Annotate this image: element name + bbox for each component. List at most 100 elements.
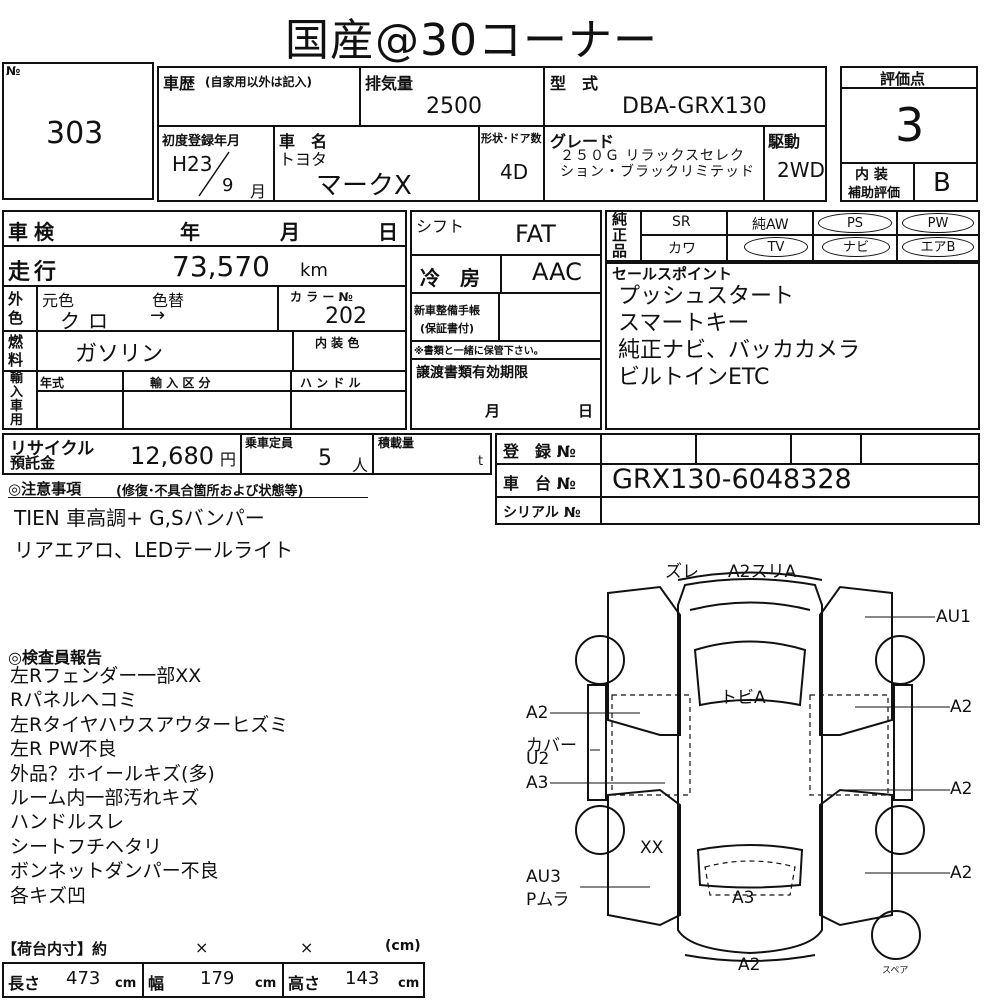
equip-leather: カワ bbox=[668, 241, 696, 257]
inspector-label: ◎検査員報告 bbox=[8, 648, 102, 667]
sales-points-list: プッシュスタート スマートキー 純正ナビ、バッカカメラ ビルトインETC bbox=[618, 283, 860, 391]
recycle-value: 12,680 bbox=[130, 442, 214, 470]
mileage-value: 73,570 bbox=[172, 250, 270, 283]
car-name-value: マークX bbox=[316, 171, 412, 201]
cargo-width: 179 bbox=[200, 968, 235, 989]
interior-color-label: 内 装 色 bbox=[315, 336, 360, 350]
displacement-value: 2500 bbox=[426, 94, 482, 119]
inspector-line: シートフチヘタリ bbox=[10, 835, 163, 858]
transfer-label: 譲渡書類有効期限 bbox=[416, 365, 528, 381]
model-label: 型 式 bbox=[550, 74, 599, 93]
load-unit: t bbox=[478, 454, 484, 469]
diagram-l2b: U2 bbox=[526, 749, 550, 769]
recycle-label-2: 預託金 bbox=[10, 454, 56, 472]
recycle-label-1: リサイクル bbox=[10, 439, 95, 459]
page-title: 国産@30コーナー bbox=[285, 15, 658, 66]
maintenance-note: ※書類と一緒に保管下さい。 bbox=[414, 346, 544, 357]
note-line: リアエアロ、LEDテールライト bbox=[14, 538, 294, 562]
drive-label: 駆動 bbox=[768, 132, 801, 151]
recycle-unit: 円 bbox=[220, 450, 237, 469]
chassis-value: GRX130-6048328 bbox=[612, 464, 852, 495]
inspection-year: 年 bbox=[180, 220, 200, 244]
import-year-label: 年式 bbox=[40, 376, 65, 390]
car-name-label: 車 名 bbox=[279, 132, 328, 151]
registration-month-unit: 月 bbox=[250, 182, 267, 201]
equip-sr: SR bbox=[672, 214, 691, 230]
score-box bbox=[840, 66, 978, 202]
registration-block bbox=[495, 433, 980, 525]
interior-score-label-2: 補助評価 bbox=[848, 186, 901, 201]
mileage-label: 走行 bbox=[8, 260, 61, 285]
change-color-label: 色替 bbox=[152, 291, 185, 310]
cargo-height-cm: cm bbox=[398, 976, 420, 991]
inspection-day: 日 bbox=[378, 220, 398, 244]
transfer-day: 日 bbox=[578, 402, 594, 420]
cargo-height: 143 bbox=[345, 968, 380, 989]
capacity-unit: 人 bbox=[352, 456, 369, 475]
shift-block bbox=[410, 210, 602, 430]
cargo-height-label: 高さ bbox=[288, 974, 321, 993]
inspector-list: 左Rフェンダー一部XX Rパネルヘコミ 左Rタイヤハウスアウターヒズミ 左R P… bbox=[10, 664, 288, 908]
cargo-box bbox=[2, 962, 425, 998]
notes-sub: (修復･不具合箇所および状態等) bbox=[116, 484, 304, 499]
car-damage-diagram: ズレ A2スリA トビA AU1 A2 A2 A2 A2 カバー U2 A3 X… bbox=[500, 555, 1000, 976]
maintenance-label: 新車整備手帳 bbox=[414, 304, 480, 317]
body-label: 形状･ドア数 bbox=[481, 132, 542, 145]
equip-airbag: エアB bbox=[902, 237, 974, 257]
inspection-label: 車検 bbox=[8, 220, 60, 244]
diagram-l3: A3 bbox=[526, 773, 549, 793]
cargo-label: 【荷台内寸】約 bbox=[2, 940, 108, 958]
load-label: 積載量 bbox=[378, 436, 415, 450]
inspector-line: ボンネットダンパー不良 bbox=[10, 860, 219, 883]
diagram-l2a: カバー bbox=[526, 736, 577, 756]
orig-color-label: 元色 bbox=[42, 291, 75, 310]
lot-box: № 303 bbox=[2, 62, 154, 200]
left-info-block bbox=[2, 210, 407, 430]
color-no-value: 202 bbox=[325, 304, 367, 329]
diagram-l4a: AU3 bbox=[526, 867, 561, 887]
sales-points-label: セールスポイント bbox=[612, 265, 733, 283]
interior-score-value: B bbox=[933, 168, 951, 198]
import-label: 輸入車用 bbox=[10, 371, 24, 428]
diagram-spare: スペア bbox=[882, 966, 909, 976]
diagram-xx: XX bbox=[640, 838, 664, 858]
fuel-label: 燃料 bbox=[8, 333, 24, 369]
lot-number: 303 bbox=[46, 116, 104, 151]
inspection-month: 月 bbox=[280, 220, 300, 244]
inspector-line: 左Rフェンダー一部XX bbox=[10, 665, 202, 687]
capacity-value: 5 bbox=[318, 446, 332, 471]
change-color-value: → bbox=[150, 305, 166, 326]
import-category-label: 輸 入 区 分 bbox=[150, 376, 211, 390]
interior-score-label-1: 内 装 bbox=[855, 167, 888, 183]
score-label: 評価点 bbox=[880, 70, 926, 88]
grade-value: ２５０Ｇ リラックスセレクション・ブラックリミテッド bbox=[560, 148, 755, 180]
maintenance-sub: (保証書付) bbox=[420, 322, 475, 335]
equipment-block bbox=[605, 210, 980, 262]
diagram-l4b: Pムラ bbox=[526, 890, 570, 910]
serial-label: シリアル № bbox=[503, 505, 581, 521]
cargo-length-label: 長さ bbox=[8, 974, 41, 993]
diagram-r1: A2 bbox=[950, 697, 973, 717]
cargo-x1: × bbox=[195, 938, 209, 957]
sales-point-item: スマートキー bbox=[618, 311, 750, 336]
orig-color-value: クロ bbox=[60, 309, 116, 333]
registration-label: 初度登録年月 bbox=[162, 134, 241, 149]
chassis-label: 車 台 № bbox=[503, 474, 576, 493]
shift-value: FAT bbox=[515, 220, 556, 248]
inspector-line: 各キズ凹 bbox=[10, 884, 87, 907]
fuel-value: ガソリン bbox=[75, 342, 164, 367]
displacement-label: 排気量 bbox=[365, 74, 414, 93]
score-value: 3 bbox=[895, 98, 925, 152]
slash-mark bbox=[198, 151, 230, 197]
model-value: DBA-GRX130 bbox=[622, 94, 767, 119]
equip-navi: ナビ bbox=[822, 237, 890, 257]
equip-pw: PW bbox=[902, 213, 974, 233]
equipment-label: 純正品 bbox=[612, 210, 628, 260]
equip-ps: PS bbox=[818, 213, 892, 233]
color-no-label: カ ラ ー № bbox=[290, 290, 353, 304]
ac-label: 冷 房 bbox=[420, 266, 480, 290]
inspector-line: 左Rタイヤハウスアウターヒズミ bbox=[10, 713, 289, 736]
inspector-line: 左R PW不良 bbox=[10, 738, 117, 761]
note-line: TIEN 車高調+ G,Sバンパー bbox=[14, 506, 265, 530]
diagram-hood: トビA bbox=[720, 688, 766, 708]
